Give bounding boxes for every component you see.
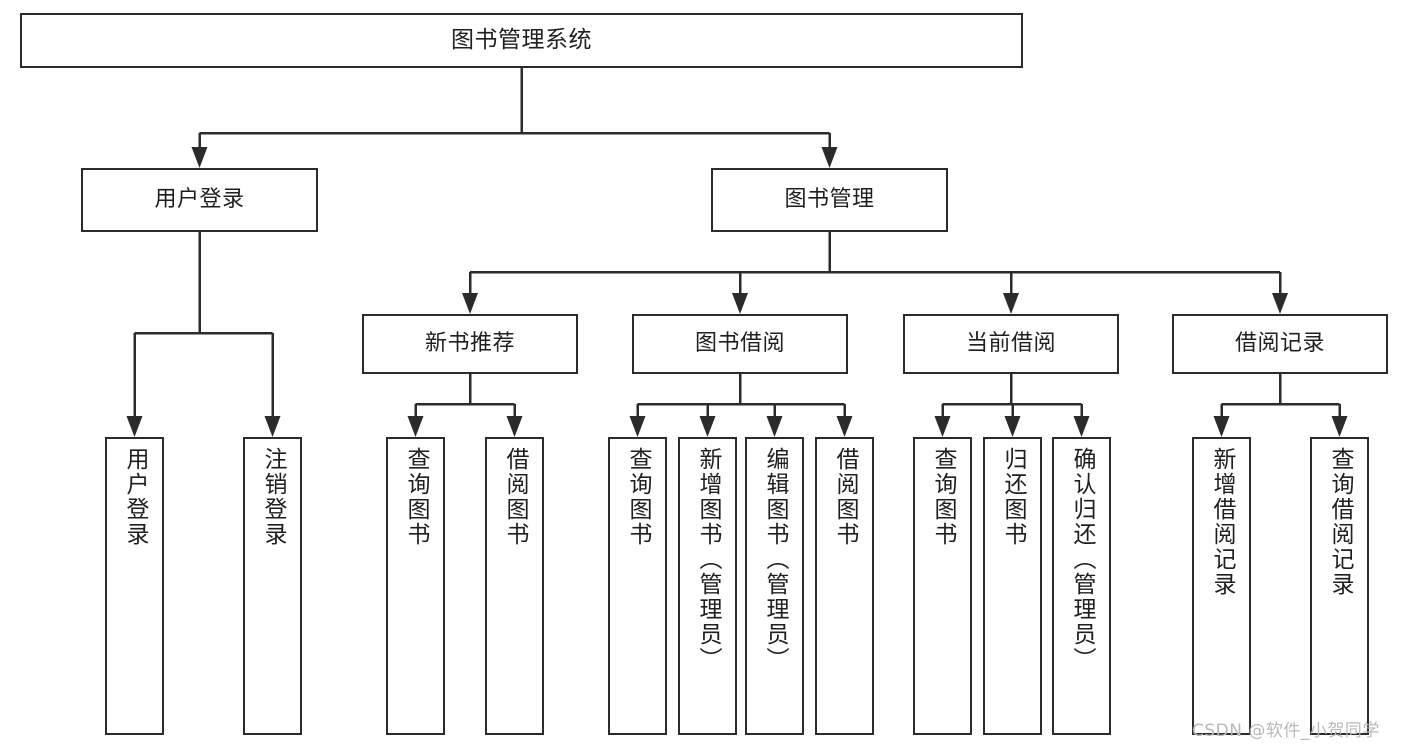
arrowhead-icon	[191, 147, 208, 168]
node-leaf-bor-4[interactable]: 借阅图书	[815, 437, 874, 735]
node-newbook[interactable]: 新书推荐	[362, 314, 578, 374]
arrowhead-icon	[264, 416, 281, 437]
arrowhead-icon	[1003, 293, 1019, 314]
node-label: 查询图书	[625, 447, 651, 547]
node-leaf-bor-2[interactable]: 新增图书（管理员）	[678, 437, 737, 735]
arrowhead-icon	[506, 416, 523, 437]
node-leaf-rec-1[interactable]: 新增借阅记录	[1192, 437, 1251, 735]
node-label: 编辑图书（管理员）	[762, 447, 788, 672]
node-label: 当前借阅	[965, 331, 1056, 357]
node-label: 借阅图书	[502, 447, 528, 547]
arrowhead-icon	[934, 416, 951, 437]
node-leaf-new-1[interactable]: 查询图书	[386, 437, 445, 735]
arrowhead-icon	[1213, 416, 1230, 437]
node-label: 注销登录	[260, 447, 286, 547]
node-label: 新增借阅记录	[1209, 447, 1235, 597]
arrowhead-icon	[1272, 293, 1288, 314]
arrowhead-icon	[1331, 416, 1348, 437]
node-label: 借阅图书	[832, 447, 858, 547]
arrowhead-icon	[821, 147, 838, 168]
node-records[interactable]: 借阅记录	[1172, 314, 1388, 374]
node-label: 用户登录	[154, 187, 245, 213]
node-login[interactable]: 用户登录	[81, 168, 318, 232]
node-label: 图书管理系统	[451, 26, 592, 53]
node-label: 图书借阅	[694, 331, 785, 357]
arrowhead-icon	[462, 293, 478, 314]
node-label: 查询借阅记录	[1327, 447, 1353, 597]
arrowhead-icon	[126, 416, 143, 437]
arrowhead-icon	[1004, 416, 1021, 437]
node-label: 归还图书	[1000, 447, 1026, 547]
node-leaf-login-1[interactable]: 用户登录	[105, 437, 164, 735]
arrowhead-icon	[407, 416, 424, 437]
node-leaf-rec-2[interactable]: 查询借阅记录	[1310, 437, 1369, 735]
node-leaf-cur-3[interactable]: 确认归还（管理员）	[1052, 437, 1111, 735]
node-leaf-bor-1[interactable]: 查询图书	[608, 437, 667, 735]
node-current[interactable]: 当前借阅	[903, 314, 1119, 374]
arrowhead-icon	[836, 416, 853, 437]
node-label: 查询图书	[930, 447, 956, 547]
node-bookmgmt[interactable]: 图书管理	[711, 168, 948, 232]
node-leaf-cur-1[interactable]: 查询图书	[913, 437, 972, 735]
arrowhead-icon	[766, 416, 783, 437]
node-label: 新增图书（管理员）	[695, 447, 721, 672]
node-leaf-new-2[interactable]: 借阅图书	[485, 437, 544, 735]
watermark-text: CSDN @软件_小贺同学	[1192, 721, 1380, 741]
node-label: 新书推荐	[424, 331, 515, 357]
arrowhead-icon	[629, 416, 646, 437]
node-root[interactable]: 图书管理系统	[20, 13, 1023, 68]
node-leaf-login-2[interactable]: 注销登录	[243, 437, 302, 735]
arrowhead-icon	[699, 416, 716, 437]
node-label: 图书管理	[784, 187, 875, 213]
node-label: 查询图书	[403, 447, 429, 547]
node-leaf-cur-2[interactable]: 归还图书	[983, 437, 1042, 735]
node-leaf-bor-3[interactable]: 编辑图书（管理员）	[745, 437, 804, 735]
node-label: 用户登录	[122, 447, 148, 547]
node-label: 借阅记录	[1234, 331, 1325, 357]
arrowhead-icon	[732, 293, 748, 314]
node-label: 确认归还（管理员）	[1069, 447, 1095, 672]
node-borrow[interactable]: 图书借阅	[632, 314, 848, 374]
arrowhead-icon	[1073, 416, 1090, 437]
